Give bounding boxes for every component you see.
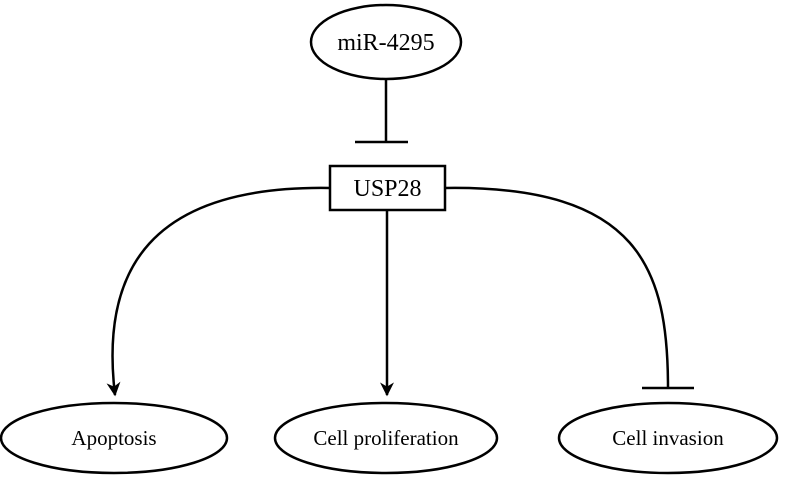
node-usp28: USP28 xyxy=(328,164,447,212)
node-usp28-label: USP28 xyxy=(353,176,421,202)
edge-usp28-to-invasion-inhibition xyxy=(444,186,694,390)
node-cell-invasion-shape xyxy=(557,401,779,475)
node-apoptosis: Apoptosis xyxy=(0,401,229,475)
node-cell-proliferation-shape xyxy=(273,401,499,475)
node-cell-proliferation-label: Cell proliferation xyxy=(313,426,459,450)
edge-usp28-to-apoptosis-arrow xyxy=(106,186,331,397)
node-apoptosis-label: Apoptosis xyxy=(71,426,156,450)
node-cell-invasion: Cell invasion xyxy=(557,401,779,475)
node-mir-4295: miR-4295 xyxy=(309,3,463,81)
node-mir-4295-label: miR-4295 xyxy=(337,30,434,56)
edge-mir-to-usp28-inhibition xyxy=(355,79,408,144)
node-apoptosis-shape xyxy=(0,401,229,475)
node-cell-proliferation: Cell proliferation xyxy=(273,401,499,475)
edge-usp28-to-invasion-line xyxy=(444,186,670,389)
node-cell-invasion-label: Cell invasion xyxy=(612,426,724,450)
